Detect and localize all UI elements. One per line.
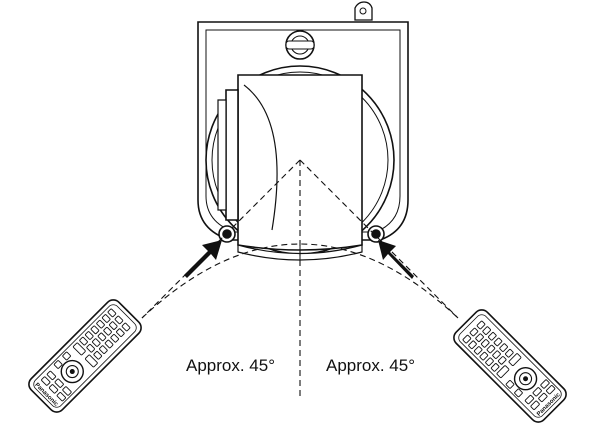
remote-control-left: Panasonic (24, 295, 146, 417)
left-boundary-line (141, 159, 301, 319)
ir-sensor-left (218, 225, 236, 243)
arrow-left (184, 240, 222, 278)
ir-sensor-right (367, 225, 385, 243)
cable-tab (354, 1, 373, 21)
angle-arc (141, 243, 459, 319)
arrow-right (378, 240, 414, 279)
right-boundary-line (299, 159, 459, 319)
remote-control-right: Panasonic (449, 305, 571, 427)
right-angle-label: Approx. 45° (326, 356, 416, 375)
left-angle-label: Approx. 45° (186, 356, 276, 375)
lens-block (217, 74, 363, 261)
top-knob (285, 30, 315, 60)
camera-unit (197, 1, 409, 261)
angle-guide-lines (141, 159, 459, 400)
